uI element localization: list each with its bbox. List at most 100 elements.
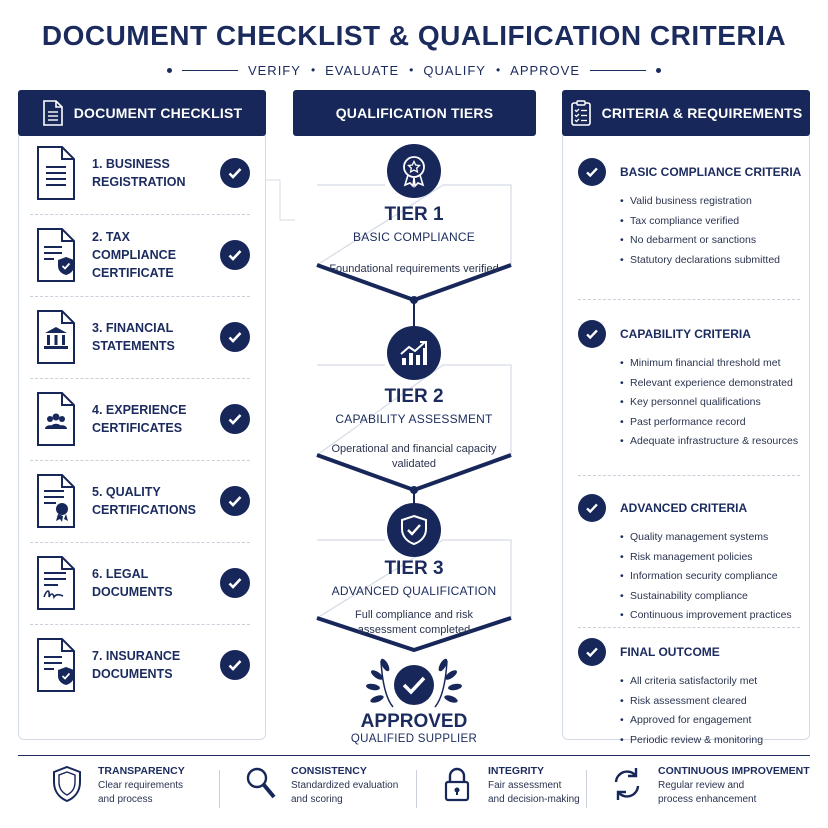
criteria-item: Sustainability compliance bbox=[620, 587, 808, 607]
document-label: 6. LEGAL DOCUMENTS bbox=[92, 567, 173, 599]
checkmark-icon bbox=[586, 647, 598, 658]
document-check bbox=[220, 240, 250, 270]
subtitle-word-verify: VERIFY bbox=[247, 62, 301, 78]
tier2-icon-badge bbox=[387, 326, 441, 380]
padlock-icon bbox=[444, 767, 470, 802]
approved-title: APPROVED bbox=[360, 711, 468, 732]
criteria-item: Adequate infrastructure & resources bbox=[620, 432, 808, 452]
document-check bbox=[220, 650, 250, 680]
criteria-heading: BASIC COMPLIANCE CRITERIA bbox=[578, 158, 808, 186]
principle-desc-line1: Standardized evaluation bbox=[291, 780, 399, 791]
document-divider bbox=[30, 214, 250, 215]
criteria-title: ADVANCED CRITERIA bbox=[620, 501, 748, 515]
tier-shapes bbox=[265, 179, 512, 653]
criteria-check bbox=[578, 494, 606, 522]
tiers-header-label: QUALIFICATION TIERS bbox=[335, 105, 494, 121]
subtitle-dot-right bbox=[656, 67, 662, 73]
principle-desc-line2: process enhancement bbox=[658, 794, 757, 805]
document-divider bbox=[30, 460, 250, 461]
criteria-title: CAPABILITY CRITERIA bbox=[620, 327, 751, 341]
subtitle-line-left bbox=[181, 69, 238, 71]
document-seal-icon bbox=[37, 474, 75, 528]
criteria-block: BASIC COMPLIANCE CRITERIA Valid business … bbox=[578, 158, 808, 270]
document-divider bbox=[30, 378, 250, 379]
laurel-check-icon bbox=[366, 658, 462, 708]
principle-text: TRANSPARENCY Clear requirements and proces… bbox=[98, 764, 185, 807]
criteria-item: Information security compliance bbox=[620, 567, 808, 587]
footer-rule bbox=[18, 755, 810, 756]
document-check bbox=[220, 568, 250, 598]
checkmark-icon bbox=[586, 329, 598, 340]
approved-subtitle: QUALIFIED SUPPLIER bbox=[350, 733, 478, 745]
criteria-item: Minimum financial threshold met bbox=[620, 354, 808, 374]
checkmark-icon bbox=[228, 414, 242, 425]
star-badge-icon bbox=[403, 156, 425, 188]
tier-connector-dot bbox=[410, 486, 418, 494]
tier-block: TIER 3 ADVANCED QUALIFICATION Full complia… bbox=[300, 558, 528, 638]
tier-title: TIER 3 bbox=[384, 558, 444, 579]
criteria-item: All criteria satisfactorily met bbox=[620, 672, 808, 692]
criteria-divider bbox=[578, 299, 800, 300]
criteria-item: No debarment or sanctions bbox=[620, 231, 808, 251]
principle-separator bbox=[416, 770, 417, 808]
criteria-divider bbox=[578, 475, 800, 476]
principle-desc-line1: Clear requirements bbox=[98, 780, 184, 791]
checklist-header-label: DOCUMENT CHECKLIST bbox=[73, 105, 243, 121]
document-label: 7. INSURANCE DOCUMENTS bbox=[92, 649, 181, 681]
document-label: 5. QUALITY CERTIFICATIONS bbox=[92, 485, 196, 517]
criteria-title: FINAL OUTCOME bbox=[620, 645, 720, 659]
subtitle-word-approve: APPROVE bbox=[510, 62, 581, 78]
shield-check-icon bbox=[401, 514, 427, 546]
document-label: 1. BUSINESS REGISTRATION bbox=[92, 157, 186, 189]
criteria-item: Continuous improvement practices bbox=[620, 606, 808, 626]
checklist-header: DOCUMENT CHECKLIST bbox=[18, 90, 266, 136]
document-check bbox=[220, 322, 250, 352]
checkmark-icon bbox=[228, 168, 242, 179]
document-item: 4. EXPERIENCE CERTIFICATES bbox=[22, 379, 258, 459]
principle-desc-line2: and process bbox=[98, 794, 153, 805]
tier-subtitle: ADVANCED QUALIFICATION bbox=[331, 584, 497, 598]
criteria-item: Periodic review & monitoring bbox=[620, 731, 808, 751]
refresh-cycle-icon bbox=[614, 768, 640, 800]
subtitle-row: VERIFY • EVALUATE • QUALIFY • APPROVE bbox=[0, 60, 828, 80]
subtitle-separator: • bbox=[310, 63, 316, 77]
principle-title: INTEGRITY bbox=[488, 765, 545, 777]
document-shield-icon bbox=[37, 638, 75, 692]
document-signature-icon bbox=[37, 556, 75, 610]
criteria-item: Quality management systems bbox=[620, 528, 808, 548]
criteria-item: Tax compliance verified bbox=[620, 212, 808, 232]
tiers-header: QUALIFICATION TIERS bbox=[293, 90, 536, 136]
document-check bbox=[220, 486, 250, 516]
criteria-items: Valid business registrationTax complianc… bbox=[620, 192, 808, 270]
checkmark-icon bbox=[586, 167, 598, 178]
checkmark-icon bbox=[228, 496, 242, 507]
checkmark-icon bbox=[228, 578, 242, 589]
principle-desc-line2: and decision-making bbox=[488, 794, 580, 805]
tier-subtitle: BASIC COMPLIANCE bbox=[353, 230, 475, 244]
tier-description: Full compliance and risk assessment comp… bbox=[355, 609, 473, 636]
document-item: 5. QUALITY CERTIFICATIONS bbox=[22, 461, 258, 541]
criteria-items: Quality management systemsRisk managemen… bbox=[620, 528, 808, 626]
criteria-block: CAPABILITY CRITERIA Minimum financial thr… bbox=[578, 320, 808, 452]
document-divider bbox=[30, 542, 250, 543]
criteria-item: Past performance record bbox=[620, 413, 808, 433]
subtitle-separator: • bbox=[409, 63, 414, 77]
criteria-block: FINAL OUTCOME All criteria satisfactorily… bbox=[578, 638, 808, 750]
principle-title: CONSISTENCY bbox=[291, 765, 367, 777]
criteria-header-label: CRITERIA & REQUIREMENTS bbox=[601, 105, 803, 121]
growth-chart-icon bbox=[400, 341, 427, 365]
principle-title: CONTINUOUS IMPROVEMENT bbox=[658, 765, 810, 777]
criteria-check bbox=[578, 320, 606, 348]
criteria-items: Minimum financial threshold metRelevant … bbox=[620, 354, 808, 452]
principle-title: TRANSPARENCY bbox=[98, 765, 185, 777]
document-check bbox=[220, 404, 250, 434]
criteria-items: All criteria satisfactorily metRisk asse… bbox=[620, 672, 808, 750]
page-title: DOCUMENT CHECKLIST & QUALIFICATION CRITE… bbox=[41, 20, 787, 51]
criteria-header: CRITERIA & REQUIREMENTS bbox=[562, 90, 810, 136]
principle-separator bbox=[219, 770, 220, 808]
tier-description: Foundational requirements verified bbox=[329, 263, 499, 275]
